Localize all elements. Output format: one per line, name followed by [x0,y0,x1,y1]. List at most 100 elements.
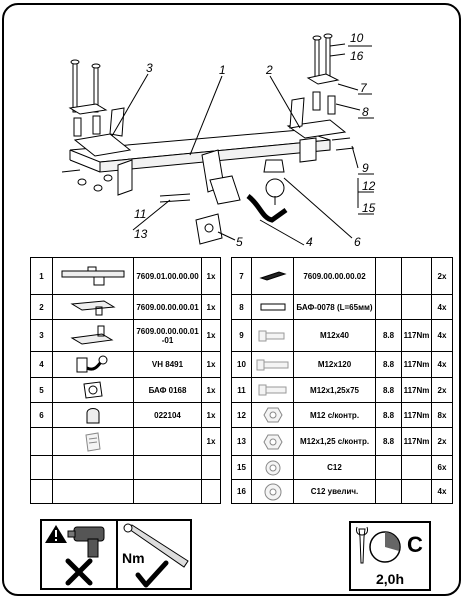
table-row: 11 M12x1,25x75 8.8 117Nm 2x [231,377,453,403]
clock-icon [369,531,401,563]
table-row: 3 7609.00.00.00.01 -01 1x [30,319,221,352]
washer-icon [251,455,294,480]
part-desc: M12x120 [293,351,376,378]
instruction-booklet-icon [52,427,134,456]
part-qty: 2x [431,377,453,403]
table-row: 6 022104 1x [30,402,221,428]
time-category: C [407,532,423,557]
row-number [30,427,53,456]
table-row: 4 VH 8491 1x [30,351,221,378]
part-desc: C12 увелич. [293,479,376,504]
large-washer-icon [251,479,294,504]
ball-cap-icon [52,402,134,428]
part-qty: 2x [431,257,453,295]
callout-5: 5 [236,235,243,249]
row-number: 9 [231,319,252,352]
bolt-grade: 8.8 [375,377,402,403]
crossbar-icon [52,257,134,295]
row-number: 10 [231,351,252,378]
row-number [30,455,53,480]
part-qty: 4x [431,479,453,504]
callout-3: 3 [146,61,153,75]
part-qty: 1x [201,294,221,320]
bolt-grade: 8.8 [375,402,402,428]
time-value: 2,0h [375,571,404,587]
part-qty [201,455,221,480]
row-number: 16 [231,479,252,504]
exploded-diagram: 1 2 3 4 5 6 7 8 9 10 11 12 13 15 16 [61,31,376,249]
instruction-sheet [2,3,461,596]
bolt-grade: 8.8 [375,319,402,352]
part-qty: 4x [431,294,453,320]
row-number: 15 [231,455,252,480]
callout-7: 7 [360,81,368,95]
part-qty: 1x [201,351,221,378]
row-number: 11 [231,377,252,403]
bolt-grade [375,257,402,295]
torque [401,479,432,504]
row-number: 4 [30,351,53,378]
part-qty: 4x [431,319,453,352]
row-number: 2 [30,294,53,320]
table-row: 16 C12 увелич. 4x [231,479,453,504]
part-qty [201,479,221,504]
part-code: VH 8491 [133,351,202,378]
bolt-grade: 8.8 [375,427,402,456]
torque: 117Nm [401,351,432,378]
row-number: 13 [231,427,252,456]
table-row: 8 БАФ-0078 (L=65мм) 4x [231,294,453,320]
torque: 117Nm [401,427,432,456]
part-desc: M12 с/контр. [293,402,376,428]
wrench-icon [356,526,368,564]
callout-4: 4 [306,235,313,249]
callout-6: 6 [354,235,361,249]
part-qty: 8x [431,402,453,428]
table-row: 1x [30,427,221,456]
part-code: 022104 [133,402,202,428]
table-row: 2 7609.00.00.00.01 1x [30,294,221,320]
table-row: 9 M12x40 8.8 117Nm 4x [231,319,453,352]
row-number: 7 [231,257,252,295]
bracket-icon [52,319,134,352]
row-number [30,479,53,504]
row-number: 3 [30,319,53,352]
torque: 117Nm [401,402,432,428]
part-code: 7609.00.00.00.01 -01 [133,319,202,352]
table-row: 15 C12 6x [231,455,453,480]
part-qty: 4x [431,351,453,378]
table-row: 10 M12x120 8.8 117Nm 4x [231,351,453,378]
tools-panel: Nm [40,519,192,590]
tow-ball-icon [52,351,134,378]
callout-1: 1 [219,63,226,77]
part-code [133,455,202,480]
part-code: 7609.00.00.00.01 [133,294,202,320]
left-parts-table: 1 7609.01.00.00.00 1x 2 7609.00.00.00.01… [30,257,221,504]
row-number: 6 [30,402,53,428]
callout-15: 15 [362,201,376,215]
row-number: 1 [30,257,53,295]
right-parts-table: 7 7609.00.00.00.02 2x 8 БАФ-0078 (L=65мм… [231,257,453,504]
row-number: 5 [30,377,53,403]
callout-12: 12 [362,179,376,193]
torque [401,455,432,480]
bolt-icon [251,377,294,403]
callout-2: 2 [265,63,273,77]
part-qty: 1x [201,402,221,428]
checkmark-icon [135,560,169,588]
table-row: 12 M12 с/контр. 8.8 117Nm 8x [231,402,453,428]
table-row [30,479,221,504]
callout-10: 10 [350,31,364,45]
part-qty: 1x [201,427,221,456]
part-code: 7609.01.00.00.00 [133,257,202,295]
part-code [133,427,202,456]
part-desc: C12 [293,455,376,480]
callout-8: 8 [362,105,369,119]
lock-nut-icon [251,402,294,428]
torque-wrench-icon [123,523,189,568]
part-desc: 7609.00.00.00.02 [293,257,376,295]
prohibited-x-icon [65,558,93,586]
part-qty: 1x [201,377,221,403]
bolt-grade: 8.8 [375,351,402,378]
lock-nut-icon [251,427,294,456]
torque: 117Nm [401,319,432,352]
